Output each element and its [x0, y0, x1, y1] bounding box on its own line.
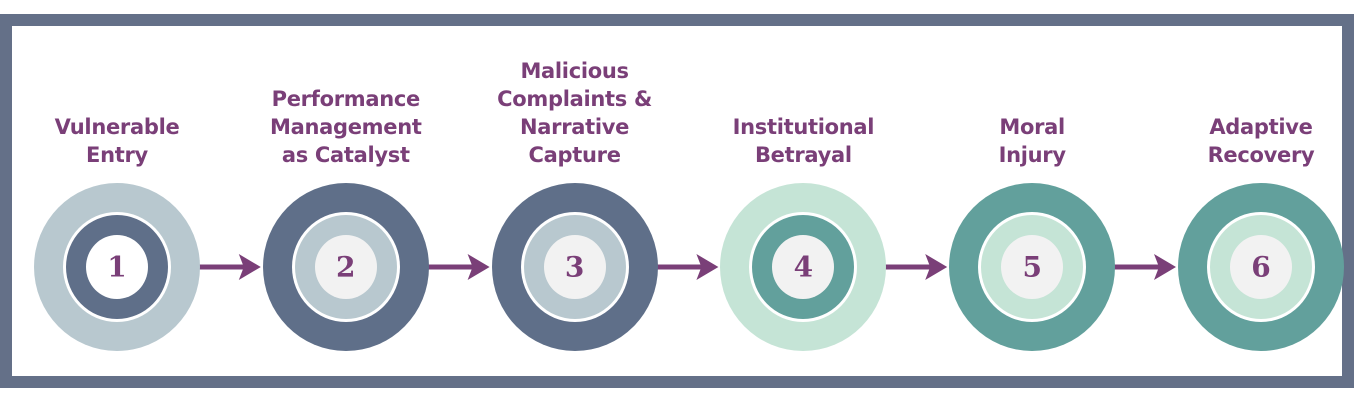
- step-6-number: 6: [1251, 250, 1271, 284]
- label-line: Malicious: [520, 59, 629, 83]
- step-3-core-circle: [543, 235, 606, 299]
- label-line: Narrative: [520, 115, 630, 139]
- label-line: Entry: [86, 143, 148, 167]
- label-line: Moral: [999, 115, 1065, 139]
- label-line: Recovery: [1207, 143, 1315, 167]
- step-4-number: 4: [793, 250, 814, 284]
- label-line: Vulnerable: [54, 115, 180, 139]
- label-line: Capture: [528, 143, 621, 167]
- step-6-core-circle: [1230, 235, 1292, 299]
- step-2-core-circle: [314, 235, 377, 299]
- step-4-core-circle: [772, 235, 835, 299]
- label-line: as Catalyst: [281, 143, 410, 167]
- step-5-number: 5: [1022, 250, 1042, 284]
- label-line: Management: [270, 115, 422, 139]
- step-2-number: 2: [336, 250, 356, 284]
- label-line: Performance: [271, 87, 421, 111]
- step-5-core-circle: [1001, 235, 1064, 299]
- label-line: Injury: [998, 143, 1066, 167]
- label-line: Adaptive: [1209, 115, 1313, 139]
- step-1-core-circle: [86, 235, 148, 299]
- label-line: Complaints &: [497, 87, 653, 111]
- diagram-frame: [0, 14, 1354, 388]
- label-line: Betrayal: [754, 143, 852, 167]
- step-1-number: 1: [107, 250, 127, 284]
- label-line: Institutional: [732, 115, 875, 139]
- step-3-number: 3: [564, 250, 585, 284]
